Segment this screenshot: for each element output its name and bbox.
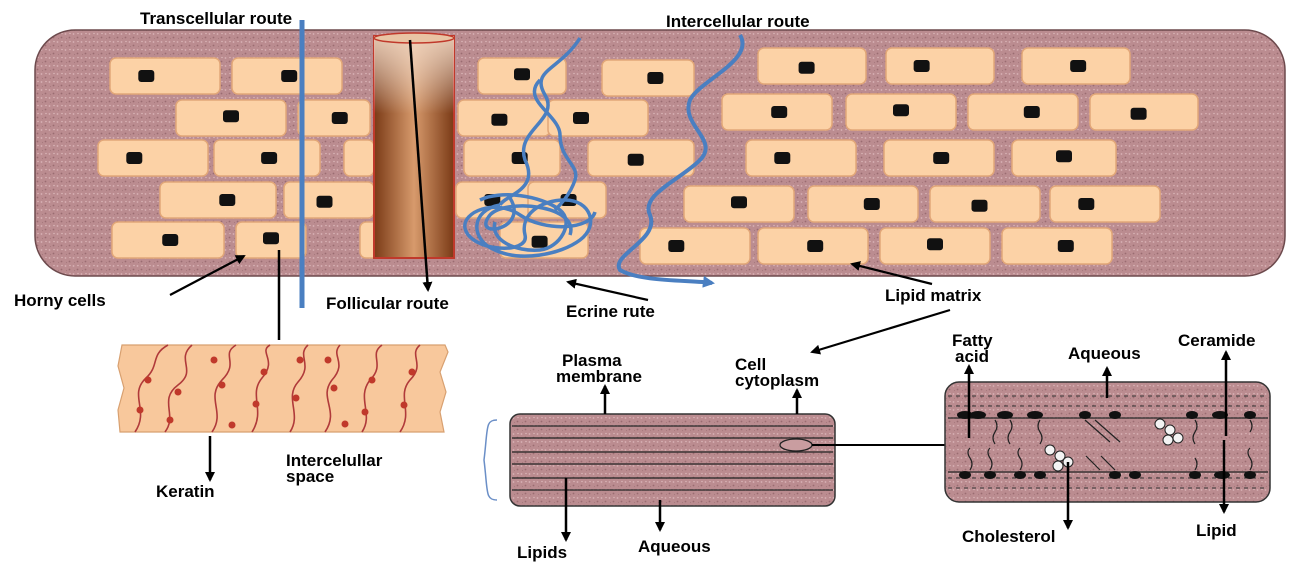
cell-nucleus <box>317 196 333 208</box>
cell-nucleus <box>126 152 142 164</box>
keratin-label: Keratin <box>156 482 215 501</box>
cell-nucleus <box>491 114 507 126</box>
aqueous-top-label: Aqueous <box>1068 344 1141 363</box>
cell-nucleus <box>771 106 787 118</box>
cell-nucleus <box>332 112 348 124</box>
horny-cell <box>746 140 856 176</box>
horny-cell <box>640 228 750 264</box>
cell-nucleus <box>162 234 178 246</box>
keratin-cell <box>118 345 448 432</box>
lipid-matrix-label: Lipid matrix <box>885 286 982 305</box>
intercellular-lipid-box <box>510 414 835 506</box>
cell-nucleus <box>774 152 790 164</box>
cell-nucleus <box>972 200 988 212</box>
transcellular-route-label: Transcellular route <box>140 9 292 28</box>
cell-nucleus <box>647 72 663 84</box>
intercellular-space-label-2: space <box>286 467 334 486</box>
cell-nucleus <box>927 238 943 250</box>
cholesterol-label: Cholesterol <box>962 527 1056 546</box>
lipids-label: Lipids <box>517 543 567 562</box>
cell-nucleus <box>628 154 644 166</box>
cell-nucleus <box>1056 150 1072 162</box>
cell-nucleus <box>933 152 949 164</box>
horny-cell <box>160 182 276 218</box>
horny-cell <box>808 186 918 222</box>
cell-nucleus <box>864 198 880 210</box>
lipid-matrix-arrow-down <box>812 310 950 352</box>
horny-cell <box>1002 228 1112 264</box>
cell-nucleus <box>263 232 279 244</box>
cell-nucleus <box>799 62 815 74</box>
cell-nucleus <box>138 70 154 82</box>
plasma-membrane-label-2: membrane <box>556 367 642 386</box>
intercellular-route-label: Intercellular route <box>666 12 810 31</box>
cell-nucleus <box>731 196 747 208</box>
hair-follicle <box>374 33 454 258</box>
cell-nucleus <box>281 70 297 82</box>
horny-cell <box>110 58 220 94</box>
horny-cell <box>1050 186 1160 222</box>
horny-cell <box>344 140 374 176</box>
cell-cytoplasm-label-2: cytoplasm <box>735 371 819 390</box>
cell-nucleus <box>807 240 823 252</box>
cell-nucleus <box>668 240 684 252</box>
cell-nucleus <box>514 68 530 80</box>
cell-nucleus <box>914 60 930 72</box>
cell-nucleus <box>219 194 235 206</box>
cell-nucleus <box>223 110 239 122</box>
follicular-route-label: Follicular route <box>326 294 449 313</box>
cell-nucleus <box>532 236 548 248</box>
horny-cell <box>886 48 994 84</box>
aqueous-bottom-label: Aqueous <box>638 537 711 556</box>
horny-cell <box>548 100 648 136</box>
cell-nucleus <box>1131 108 1147 120</box>
lipid-molecular-detail-box <box>945 382 1270 502</box>
horny-cell <box>968 94 1078 130</box>
lipid-label: Lipid <box>1196 521 1237 540</box>
cell-nucleus <box>893 104 909 116</box>
ecrine-rute-label: Ecrine rute <box>566 302 655 321</box>
cell-nucleus <box>573 112 589 124</box>
cell-nucleus <box>1078 198 1094 210</box>
cell-nucleus <box>261 152 277 164</box>
cell-nucleus <box>1070 60 1086 72</box>
intercellular-space-bracket <box>484 420 497 500</box>
fatty-acid-label-2: acid <box>955 347 989 366</box>
ceramide-label: Ceramide <box>1178 331 1255 350</box>
cell-nucleus <box>1024 106 1040 118</box>
horny-cells-label: Horny cells <box>14 291 106 310</box>
horny-cell <box>98 140 208 176</box>
cell-nucleus <box>1058 240 1074 252</box>
ecrine-rute-arrow <box>568 282 648 300</box>
